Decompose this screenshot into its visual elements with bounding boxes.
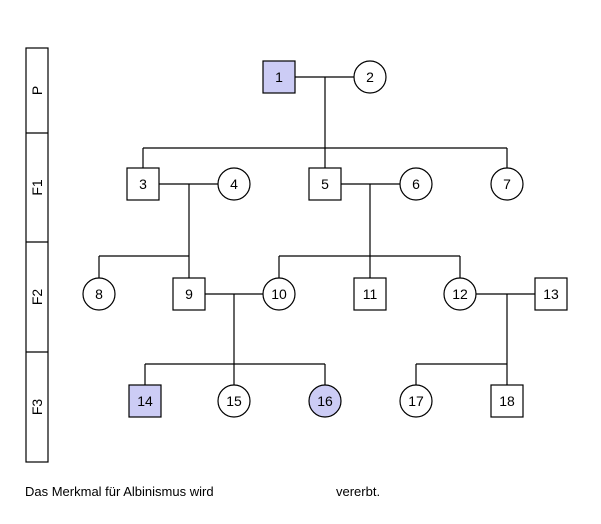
individual-4: 4 xyxy=(217,167,251,201)
individual-number: 13 xyxy=(543,286,559,302)
affected-female-circle xyxy=(308,384,342,418)
female-circle xyxy=(443,277,477,311)
individual-number: 8 xyxy=(95,286,103,302)
individual-number: 12 xyxy=(452,286,468,302)
pedigree-lines xyxy=(98,76,535,385)
individual-3: 3 xyxy=(126,167,160,201)
individual-number: 9 xyxy=(185,286,193,302)
individual-14: 14 xyxy=(128,384,162,418)
individual-number: 4 xyxy=(230,176,238,192)
individual-8: 8 xyxy=(82,277,116,311)
individual-7: 7 xyxy=(490,167,524,201)
individual-number: 15 xyxy=(226,393,242,409)
female-circle xyxy=(82,277,116,311)
individual-number: 2 xyxy=(366,69,374,85)
individual-2: 2 xyxy=(353,60,387,94)
individual-number: 10 xyxy=(271,286,287,302)
affected-male-square xyxy=(262,60,296,94)
individual-number: 7 xyxy=(503,176,511,192)
male-square xyxy=(172,277,206,311)
individual-16: 16 xyxy=(308,384,342,418)
individual-18: 18 xyxy=(490,384,524,418)
individual-12: 12 xyxy=(443,277,477,311)
female-circle xyxy=(490,167,524,201)
male-square xyxy=(534,277,568,311)
female-circle xyxy=(399,167,433,201)
female-circle xyxy=(217,167,251,201)
individual-11: 11 xyxy=(353,277,387,311)
individual-number: 17 xyxy=(408,393,424,409)
individual-5: 5 xyxy=(308,167,342,201)
caption-text-after-blank: vererbt. xyxy=(336,484,381,499)
male-square xyxy=(126,167,160,201)
individual-number: 1 xyxy=(275,69,283,85)
female-circle xyxy=(262,277,296,311)
individual-number: 18 xyxy=(499,393,515,409)
individual-number: 11 xyxy=(363,286,378,302)
male-square xyxy=(490,384,524,418)
individual-15: 15 xyxy=(217,384,251,418)
individual-number: 16 xyxy=(317,393,333,409)
individual-number: 14 xyxy=(137,393,153,409)
individual-number: 6 xyxy=(412,176,420,192)
individual-9: 9 xyxy=(172,277,206,311)
generation-label-f1: F1 xyxy=(29,179,45,196)
male-square xyxy=(308,167,342,201)
individual-13: 13 xyxy=(534,277,568,311)
individual-10: 10 xyxy=(262,277,296,311)
individual-6: 6 xyxy=(399,167,433,201)
individual-17: 17 xyxy=(399,384,433,418)
male-square xyxy=(353,277,387,311)
caption-text-before-blank: Das Merkmal für Albinismus wird xyxy=(25,484,214,499)
generation-bar-frame xyxy=(25,47,49,463)
generation-label-f3: F3 xyxy=(29,399,45,416)
individual-number: 3 xyxy=(139,176,147,192)
generation-label-f2: F2 xyxy=(29,289,45,306)
female-circle xyxy=(399,384,433,418)
individual-1: 1 xyxy=(262,60,296,94)
female-circle xyxy=(353,60,387,94)
generation-label-p: P xyxy=(29,86,45,95)
affected-male-square xyxy=(128,384,162,418)
female-circle xyxy=(217,384,251,418)
individual-number: 5 xyxy=(321,176,329,192)
